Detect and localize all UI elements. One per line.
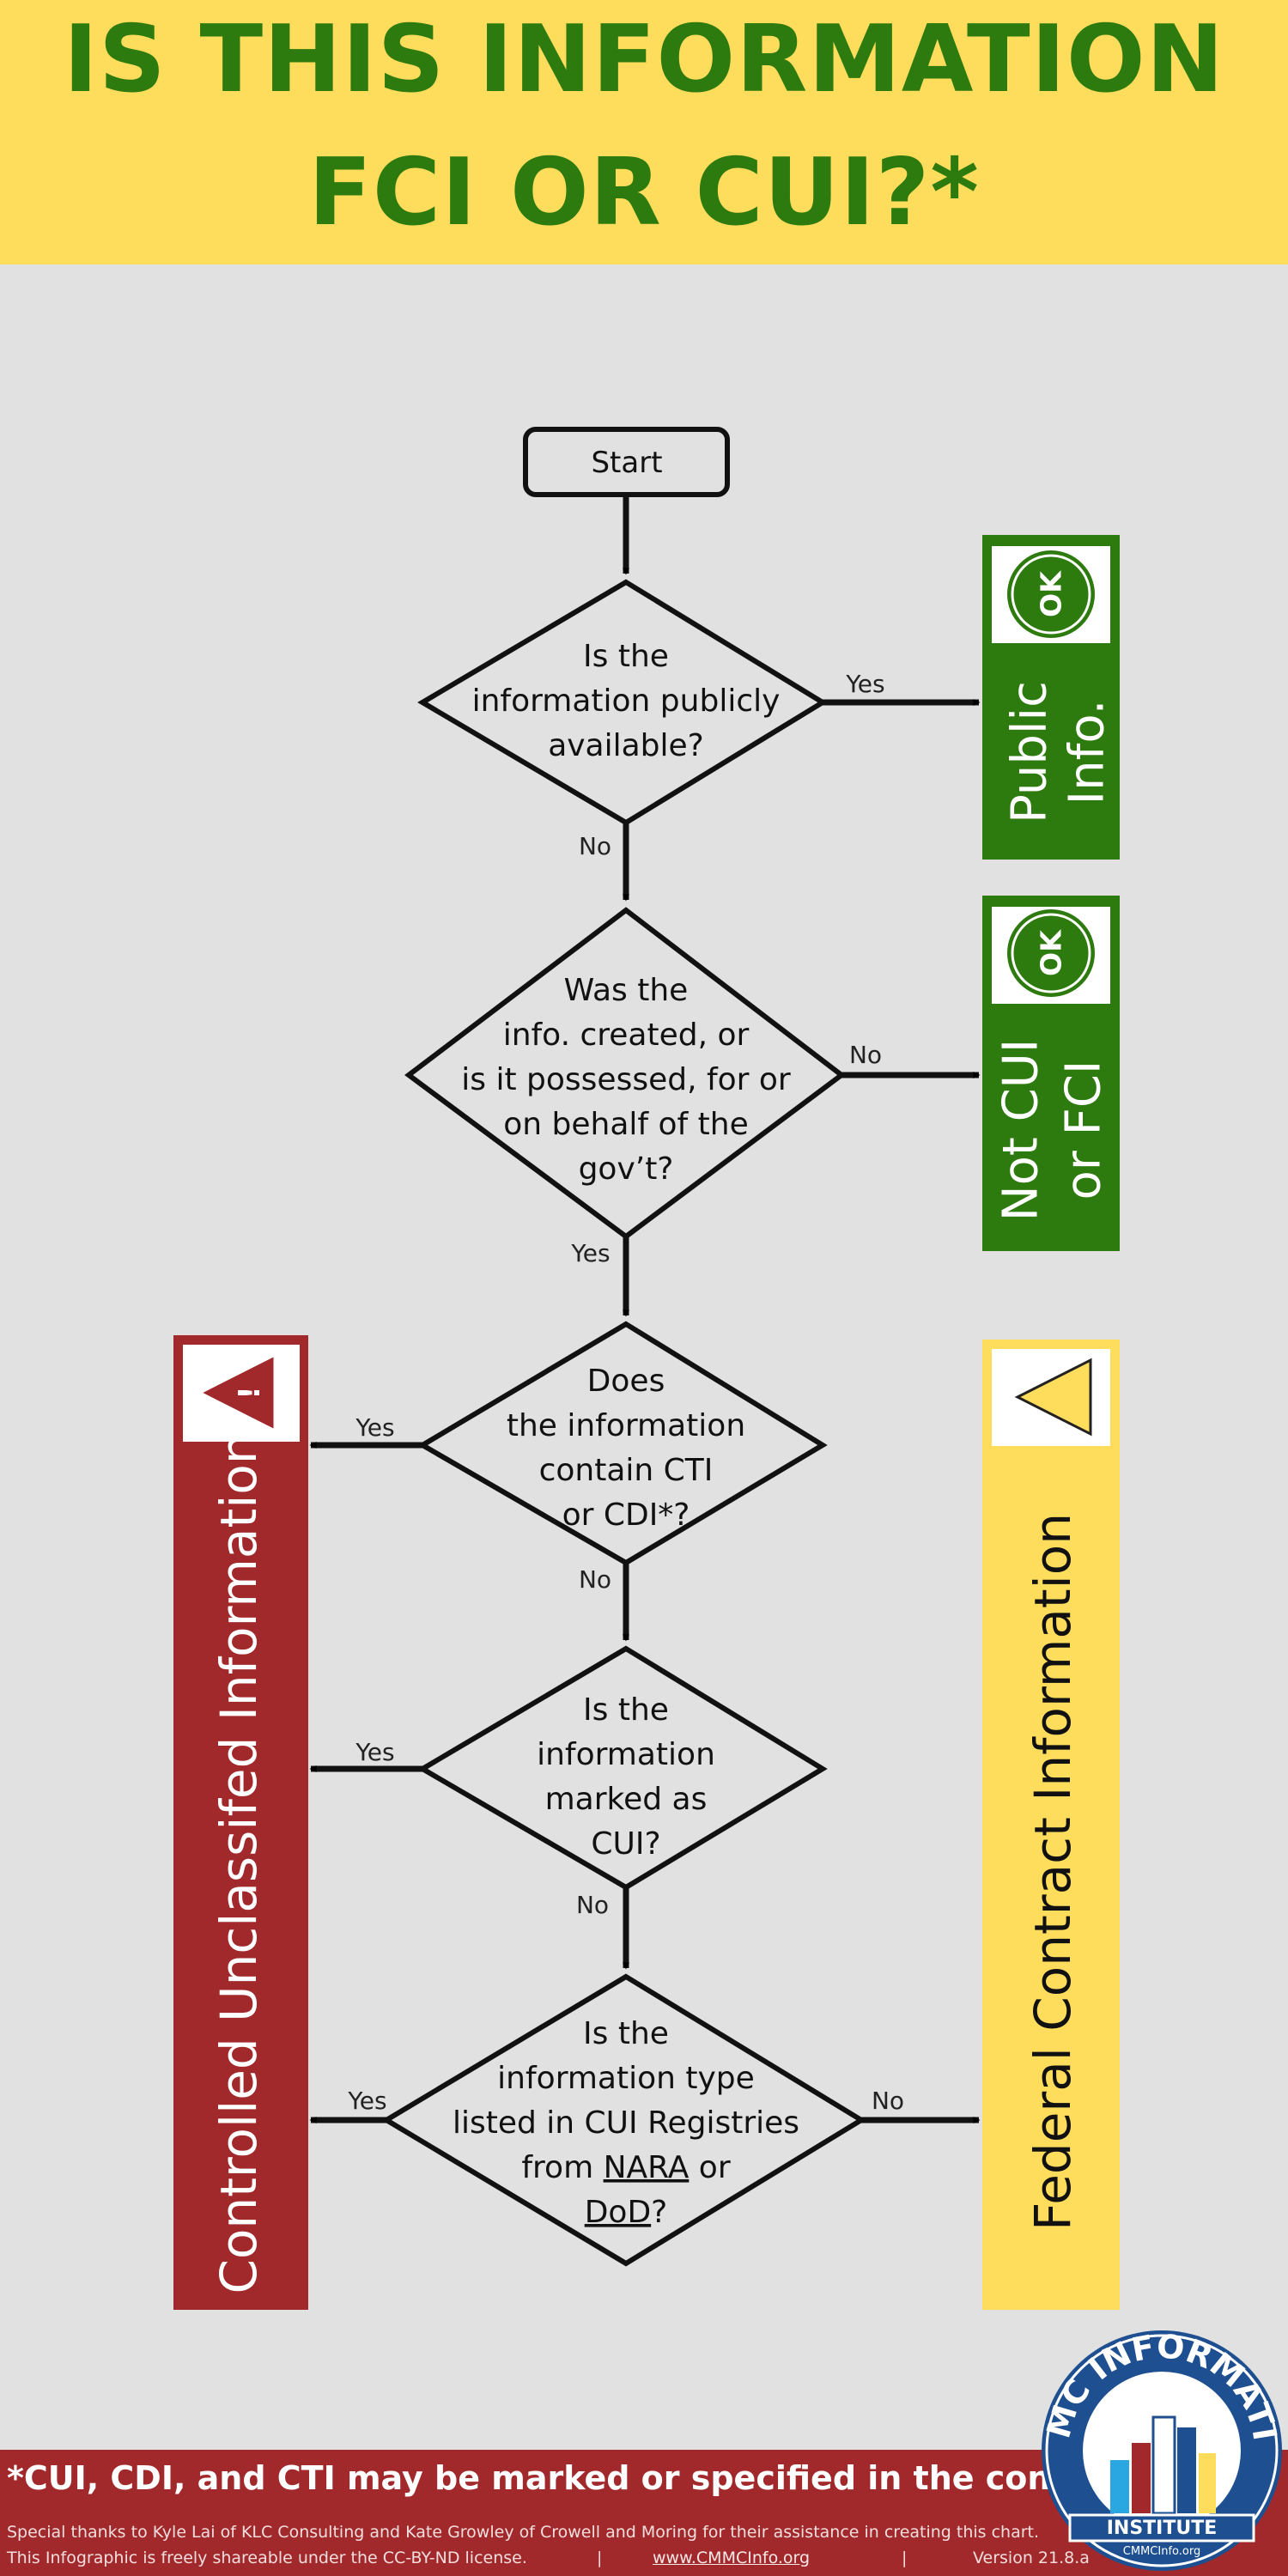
decision-cui-registry xyxy=(381,1973,866,2267)
decision-cti-cdi-line-3: contain CTI xyxy=(539,1453,714,1488)
decision-cti-cdi-line-1: Does xyxy=(587,1364,665,1399)
edge-label-q3-no: No xyxy=(579,1565,611,1594)
edge-label-q4-no: No xyxy=(576,1891,609,1919)
page-title-line-2: FCI OR CUI?* xyxy=(308,139,980,246)
decision-cui-registry-line-2: information type xyxy=(497,2061,755,2096)
public-info-line-2: Info. xyxy=(1060,700,1115,805)
registry-question-mark: ? xyxy=(651,2195,667,2230)
ok-icon-label-2: OK xyxy=(1035,929,1068,976)
decision-marked-cui-line-4: CUI? xyxy=(591,1826,660,1862)
footnote: *CUI, CDI, and CTI may be marked or spec… xyxy=(7,2459,1152,2497)
not-cui-line-1: Not CUI xyxy=(993,1039,1049,1222)
logo-banner-text: INSTITUTE xyxy=(1107,2518,1218,2539)
edge-label-q4-yes: Yes xyxy=(355,1738,394,1766)
ok-icon-label: OK xyxy=(1035,570,1068,617)
logo-banner xyxy=(1068,2513,1255,2543)
start-label: Start xyxy=(591,446,662,480)
cui-label: Controlled Unclassifed Information xyxy=(210,1432,268,2293)
decision-gov-info-line-3: is it possessed, for or xyxy=(461,1062,791,1097)
decision-public xyxy=(417,579,828,826)
outcome-not-cui-or-fci: OK Not CUI or FCI xyxy=(982,896,1120,1251)
not-cui-line-2: or FCI xyxy=(1056,1060,1112,1200)
caution-triangle-icon xyxy=(1014,1358,1092,1437)
dod-link[interactable]: DoD xyxy=(585,2195,651,2230)
logo-books xyxy=(1110,2415,1216,2515)
public-info-line-1: Public xyxy=(1002,681,1058,823)
page-title-line-1: IS THIS INFORMATION xyxy=(63,6,1225,113)
decision-cui-registry-line-3: listed in CUI Registries xyxy=(453,2105,799,2141)
edge-label-q5-yes: Yes xyxy=(347,2087,386,2115)
decision-public-line-2: information publicly xyxy=(472,683,781,719)
decision-public-line-1: Is the xyxy=(583,639,669,674)
ok-icon xyxy=(1007,550,1095,638)
decision-marked-cui-line-1: Is the xyxy=(583,1692,669,1728)
edge-label-q3-yes: Yes xyxy=(355,1413,394,1442)
decision-gov-info-line-2: info. created, or xyxy=(503,1018,750,1053)
decision-cui-registry-line-4: from NARA or xyxy=(521,2150,730,2185)
credits-text: Special thanks to Kyle Lai of KLC Consul… xyxy=(7,2523,1040,2542)
decision-cti-cdi-line-4: or CDI*? xyxy=(562,1498,690,1533)
decision-marked-cui-line-2: information xyxy=(537,1737,715,1772)
nara-link[interactable]: NARA xyxy=(604,2150,690,2185)
footer-separator: | xyxy=(597,2549,603,2567)
registry-or-text: or xyxy=(689,2150,730,2185)
fci-label: Federal Contract Information xyxy=(1024,1513,1082,2231)
decision-cti-cdi-line-2: the information xyxy=(507,1408,745,1443)
cmmc-logo: CMMC INFORMATION INSTITUTE CMMCInfo.org xyxy=(1037,2324,1284,2571)
decision-cui-registry-line-1: Is the xyxy=(583,2016,669,2051)
edge-label-q2-no: No xyxy=(849,1041,882,1069)
edge-label-q1-no: No xyxy=(579,832,611,860)
ok-icon-2 xyxy=(1007,909,1095,997)
decision-gov-info-line-1: Was the xyxy=(564,973,689,1008)
warning-exclamation: ! xyxy=(233,1386,267,1400)
header-banner: IS THIS INFORMATION FCI OR CUI?* xyxy=(0,0,1288,264)
decision-gov-info-line-4: on behalf of the xyxy=(503,1107,749,1142)
warning-triangle-icon xyxy=(197,1352,276,1433)
decision-gov-info-line-5: gov’t? xyxy=(579,1151,674,1187)
version-text: Version 21.8.a xyxy=(973,2549,1090,2567)
website-link[interactable]: www.CMMCInfo.org xyxy=(653,2549,811,2567)
edge-label-q5-no: No xyxy=(872,2087,904,2115)
decision-marked-cui xyxy=(417,1645,828,1891)
decision-public-line-3: available? xyxy=(548,728,704,763)
registry-from-text: from xyxy=(521,2150,603,2185)
decision-gov-info xyxy=(404,907,846,1240)
flowchart: Start Is the information p xyxy=(173,427,1120,2310)
footer-separator-2: | xyxy=(902,2549,908,2567)
outcome-public-info: OK Public Info. xyxy=(982,535,1120,860)
outcome-cui: ! Controlled Unclassifed Information xyxy=(173,1335,308,2310)
decision-cti-cdi xyxy=(417,1321,828,1566)
decision-cui-registry-line-5: DoD? xyxy=(585,2195,668,2230)
decision-marked-cui-line-3: marked as xyxy=(545,1782,708,1817)
outcome-fci: Federal Contract Information xyxy=(982,1340,1120,2310)
logo-url-text: CMMCInfo.org xyxy=(1123,2545,1200,2558)
license-text: This Infographic is freely shareable und… xyxy=(7,2549,527,2567)
edge-label-q2-yes: Yes xyxy=(570,1239,610,1267)
edge-label-q1-yes: Yes xyxy=(845,670,884,698)
